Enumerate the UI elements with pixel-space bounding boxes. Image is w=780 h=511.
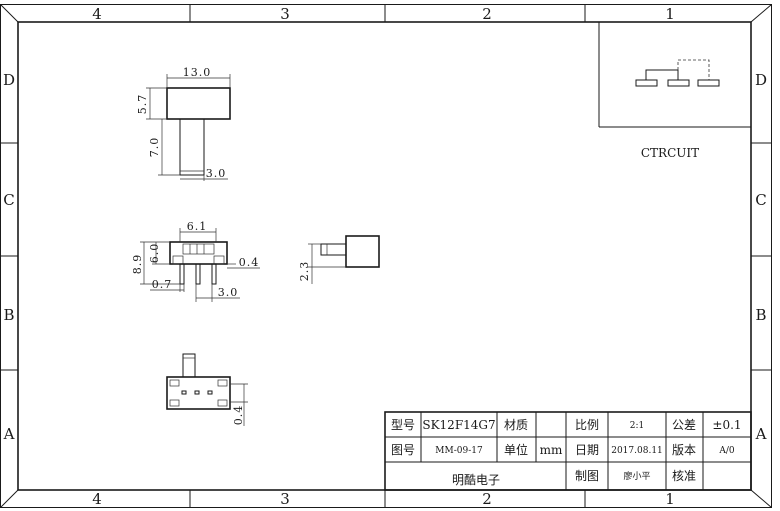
dim-front-body-height: 6.0 [148, 243, 161, 264]
tb-scale-value: 2:1 [630, 421, 644, 431]
zone-label-top-3: 3 [280, 5, 290, 23]
circuit-symbol [635, 59, 720, 87]
bottom-view: 0.4 [166, 353, 248, 426]
zone-label-top-4: 4 [92, 5, 102, 23]
tb-company-name: 明酷电子 [452, 473, 500, 487]
zone-label-bottom-2: 2 [482, 490, 492, 508]
tb-drawing-no-label: 图号 [391, 443, 415, 457]
tb-model-label: 型号 [391, 418, 415, 432]
tb-scale-label: 比例 [575, 418, 599, 432]
dim-side-body-height: 5.7 [136, 94, 149, 115]
zone-labels-right: D C B A [755, 71, 767, 443]
end-view: 2.3 [298, 235, 380, 284]
tb-date-label: 日期 [575, 443, 599, 457]
dim-front-pin-width: 0.7 [152, 278, 173, 291]
dim-end-height: 2.3 [298, 261, 311, 282]
tb-version-label: 版本 [672, 443, 696, 457]
tb-tolerance-value: ±0.1 [712, 418, 741, 432]
tb-approval-label: 核准 [672, 469, 696, 483]
side-view: 13.0 5.7 7.0 3.0 [136, 66, 231, 181]
tb-unit-label: 单位 [504, 442, 528, 457]
tb-drawing-no-value: MM-09-17 [435, 446, 483, 456]
zone-label-bottom-4: 4 [92, 490, 102, 508]
dim-front-total-height: 8.9 [131, 254, 144, 275]
dim-bottom-offset: 0.4 [232, 405, 245, 426]
zone-label-left-b: B [3, 306, 14, 324]
circuit-label: CTRCUIT [641, 146, 699, 160]
tb-unit-value: mm [540, 443, 563, 457]
zone-label-top-2: 2 [482, 5, 492, 23]
dim-front-pitch: 3.0 [218, 286, 239, 299]
tb-model-value: SK12F14G7 [422, 418, 495, 432]
dim-side-shaft-length: 7.0 [148, 137, 161, 158]
zone-labels-top: 4 3 2 1 [92, 5, 675, 23]
zone-label-right-d: D [755, 71, 767, 89]
zone-label-bottom-1: 1 [665, 490, 675, 508]
dim-front-pin-gap: 0.4 [239, 256, 260, 269]
dim-side-width: 13.0 [183, 66, 212, 79]
tb-drafter-value: 廖小平 [623, 470, 650, 482]
zone-label-right-c: C [755, 191, 766, 209]
zone-label-right-a: A [755, 425, 767, 443]
front-view: 6.1 8.9 6.0 0.4 0.7 3.0 [131, 220, 260, 302]
title-block: 型号 SK12F14G7 材质 比例 2:1 公差 ±0.1 图号 MM-09-… [384, 411, 752, 491]
zone-labels-left: D C B A [3, 71, 15, 443]
tb-version-value: A/0 [718, 446, 735, 456]
zone-label-top-1: 1 [665, 5, 675, 23]
circuit-box: CTRCUIT [598, 22, 751, 160]
tb-material-label: 材质 [504, 418, 528, 432]
tb-tolerance-label: 公差 [672, 418, 696, 432]
zone-labels-bottom: 4 3 2 1 [92, 490, 675, 508]
tb-date-value: 2017.08.11 [611, 446, 663, 456]
zone-label-left-a: A [3, 425, 15, 443]
zone-label-left-c: C [3, 191, 14, 209]
zone-label-left-d: D [3, 71, 15, 89]
zone-label-bottom-3: 3 [280, 490, 290, 508]
tb-drafter-label: 制图 [575, 469, 599, 483]
dim-front-width: 6.1 [187, 220, 208, 233]
dim-side-shaft-width: 3.0 [206, 167, 227, 180]
zone-label-right-b: B [755, 306, 766, 324]
